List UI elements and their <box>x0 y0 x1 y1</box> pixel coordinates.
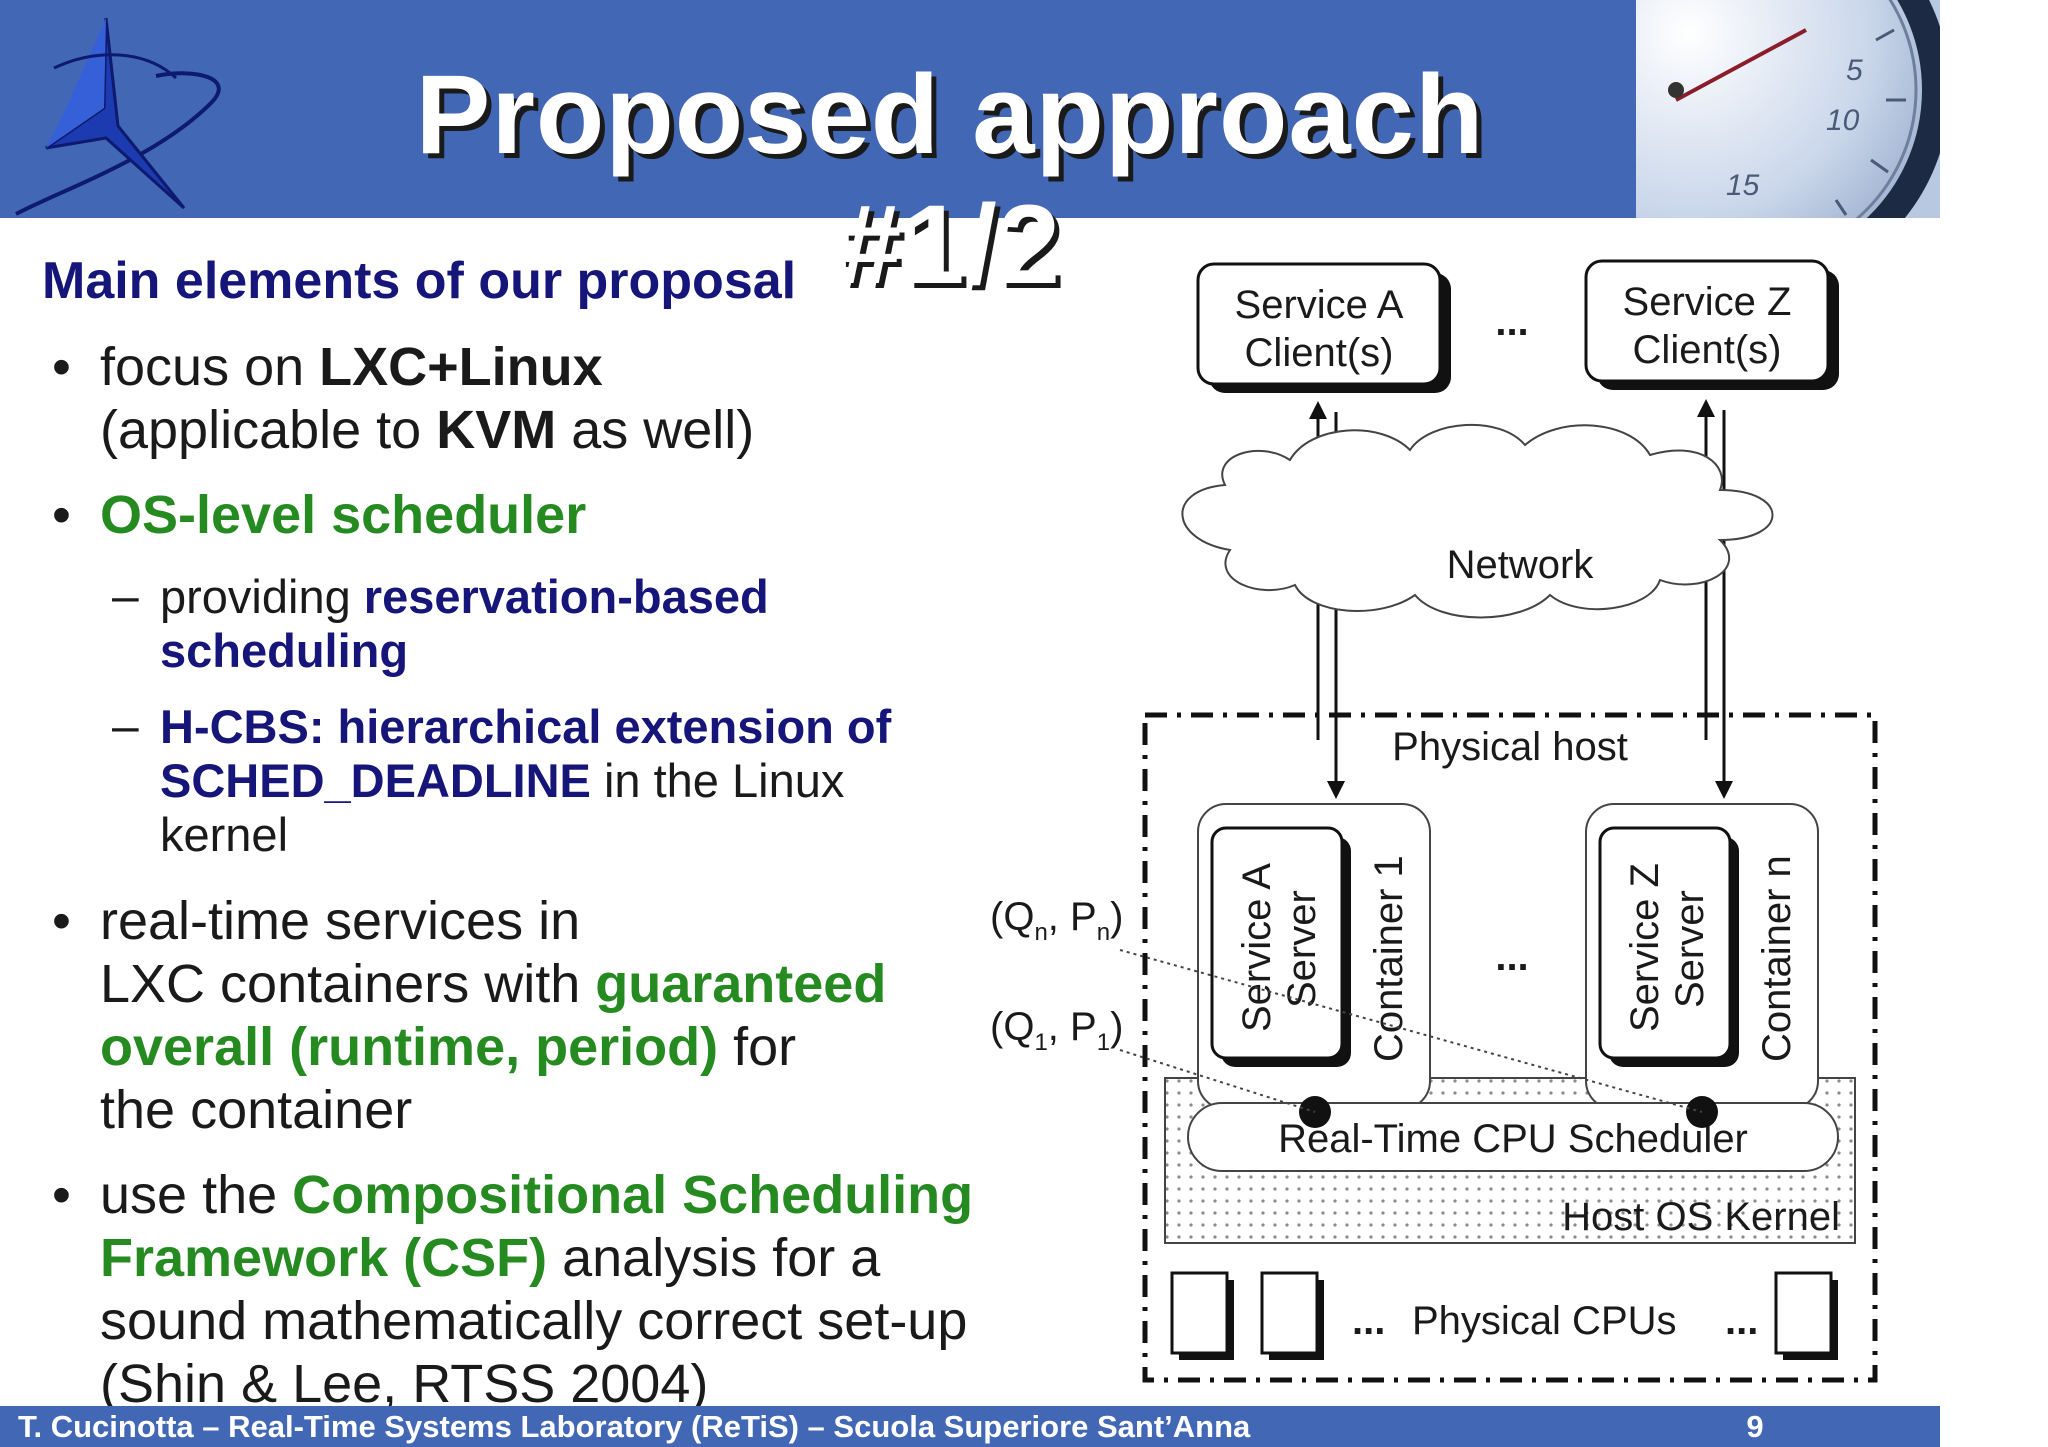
container-1-label: Container 1 <box>1367 855 1411 1062</box>
bullet-3-text-2: for <box>718 1017 797 1077</box>
service-a-client-box: Service A Client(s) <box>1196 262 1451 393</box>
bullet-3-line-3: overall (runtime, period) for <box>100 1016 796 1079</box>
bullet-3-line-4: the container <box>100 1080 413 1140</box>
architecture-diagram: Physical host Service A Client(s) Servic… <box>990 259 1878 1383</box>
slide: Proposed approach #1/2 5 10 15 <box>0 0 1940 1447</box>
server-z-line-2: Server <box>1668 890 1712 1008</box>
bullet-4-line-4: (Shin & Lee, RTSS 2004) <box>100 1354 709 1414</box>
scheduler-box <box>1187 1102 1839 1172</box>
physical-cpus-row: ... Physical CPUs ... <box>1170 1271 1838 1360</box>
scheduler-label: Real-Time CPU Scheduler <box>1278 1117 1748 1161</box>
retis-star-logo-icon <box>15 17 221 216</box>
bullet-1-text: focus on <box>100 337 320 397</box>
param-n-leader <box>1119 949 1703 1113</box>
bullet-4-emphasis: Compositional Scheduling <box>292 1165 974 1225</box>
section-subtitle: Main elements of our proposal <box>42 252 797 310</box>
bullet-3-emphasis-2: overall (runtime, period) <box>100 1017 719 1077</box>
bullet-marker: • <box>52 485 71 545</box>
bullet-1-emphasis: LXC+Linux <box>319 337 603 397</box>
bullet-3-text: LXC containers with <box>100 954 596 1014</box>
sub-bullet-2-line-3: kernel <box>160 808 289 861</box>
stopwatch-icon: 5 10 15 <box>1636 0 1940 218</box>
header-bar: Proposed approach #1/2 5 10 15 <box>0 0 1940 307</box>
sub-bullet-2-line-2: SCHED_DEADLINE in the Linux <box>160 754 844 808</box>
bullet-marker: • <box>52 1165 71 1225</box>
param-1-leader <box>1119 1049 1316 1113</box>
bullet-3-line-2: LXC containers with guaranteed <box>100 953 886 1016</box>
dash-marker: – <box>112 700 139 753</box>
container-1-box: Service A Server Container 1 <box>1197 803 1431 1110</box>
server-a-line-2: Server <box>1280 890 1324 1008</box>
param-n-label: (Qn, Pn) <box>990 895 1123 946</box>
physical-cpus-label: Physical CPUs <box>1412 1299 1677 1343</box>
cpus-ellipsis-left: ... <box>1352 1299 1385 1343</box>
kernel-label: Host OS Kernel <box>1562 1195 1840 1239</box>
footer-credit: T. Cucinotta – Real-Time Systems Laborat… <box>18 1409 1251 1444</box>
container-n-label: Container n <box>1755 855 1799 1062</box>
cpus-ellipsis-right: ... <box>1725 1299 1758 1343</box>
network-label: Network <box>1447 543 1595 587</box>
bullet-marker: • <box>52 891 71 951</box>
param-1-label: (Q1, P1) <box>990 1005 1123 1056</box>
sub-bullet-2-text: in the Linux <box>590 754 845 807</box>
svg-text:5: 5 <box>1846 54 1863 87</box>
svg-text:10: 10 <box>1826 104 1860 137</box>
sub-bullet-1-line-1: providing reservation-based <box>160 570 769 624</box>
containers-ellipsis: ... <box>1495 935 1528 979</box>
page-title: Proposed approach #1/2 <box>415 52 1485 307</box>
sub-bullet-1-emphasis: reservation-based <box>363 570 769 623</box>
container-n-box: Service Z Server Container n <box>1585 803 1819 1110</box>
server-a-line-1: Service A <box>1235 863 1279 1032</box>
bullet-4-line-2: Framework (CSF) analysis for a <box>100 1227 880 1290</box>
page-number: 9 <box>1746 1409 1764 1444</box>
bullet-4-line-3: sound mathematically correct set-up <box>100 1291 968 1351</box>
sub-bullet-2-emphasis: SCHED_DEADLINE <box>160 754 591 807</box>
clients-ellipsis: ... <box>1495 300 1528 344</box>
bullet-marker: • <box>52 337 71 397</box>
bullet-4-line-1: use the Compositional Scheduling <box>100 1164 973 1227</box>
footer-bar: T. Cucinotta – Real-Time Systems Laborat… <box>0 1406 1940 1447</box>
side-margin <box>1940 0 2048 1447</box>
bullet-3-line-1: real-time services in <box>100 891 581 951</box>
sub-bullet-2-line-1: H-CBS: hierarchical extension of <box>160 700 892 753</box>
client-z-line-1: Service Z <box>1623 280 1792 324</box>
physical-host-label: Physical host <box>1392 725 1628 769</box>
sub-bullet-1-line-2: scheduling <box>160 624 409 677</box>
bullet-1-line-2: (applicable to KVM as well) <box>100 399 754 462</box>
bullet-2-text: OS-level scheduler <box>100 485 587 545</box>
bullet-1-line-1: focus on LXC+Linux <box>100 336 603 399</box>
bullet-4-text-2: analysis for a <box>547 1228 881 1288</box>
service-z-client-box: Service Z Client(s) <box>1584 259 1839 390</box>
client-z-line-2: Client(s) <box>1633 328 1782 372</box>
bullet-4-emphasis-2: Framework (CSF) <box>100 1228 548 1288</box>
bullet-1-text-2: (applicable to <box>100 400 437 460</box>
server-z-line-1: Service Z <box>1623 863 1667 1032</box>
bullet-1-text-3: as well) <box>556 400 755 460</box>
dash-marker: – <box>112 570 139 623</box>
bullet-4-text: use the <box>100 1165 293 1225</box>
physical-host-boundary <box>1142 712 1878 1383</box>
sub-bullet-1-text: providing <box>160 570 364 623</box>
network-cloud: Network <box>1181 423 1774 619</box>
bullet-3-emphasis: guaranteed <box>595 954 887 1014</box>
client-a-line-2: Client(s) <box>1245 331 1394 375</box>
svg-text:15: 15 <box>1726 169 1760 202</box>
client-a-line-1: Service A <box>1235 283 1404 327</box>
bullet-1-emphasis-2: KVM <box>436 400 557 460</box>
